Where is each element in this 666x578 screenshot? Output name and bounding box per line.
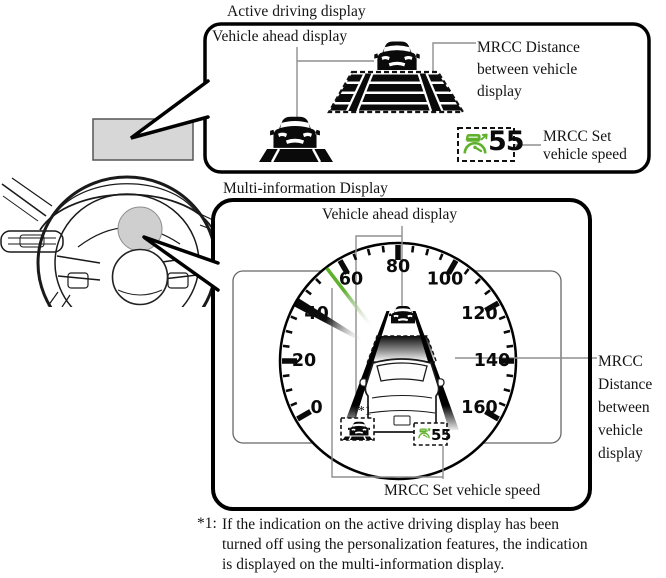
gauge-minor-tick (474, 278, 481, 285)
gauge-major-tick (484, 409, 500, 422)
gauge-major-tick (446, 259, 459, 275)
distance-label-add-line2: between vehicle (477, 61, 578, 78)
set-speed-bracket-mid (331, 288, 444, 479)
mid-box-border (211, 198, 592, 511)
speedometer-scale: 020406080100120140160 (282, 245, 514, 422)
gauge-minor-tick (282, 374, 290, 378)
distance-label-add: MRCC Distance between vehicle display (477, 37, 580, 103)
distance-callout-line-add (432, 42, 476, 72)
gauge-major-tick (337, 259, 350, 275)
mrcc-road-display-mid (342, 305, 459, 433)
mrcc-distance-graphic-add (327, 70, 465, 114)
gauge-number-60: 60 (339, 270, 363, 290)
distance-label-add-line1: MRCC Distance (477, 39, 580, 56)
gauge-number-0: 0 (310, 398, 322, 418)
distance-dashed-outline-mid (366, 335, 438, 363)
gauge-major-tick (296, 409, 312, 422)
gauge-minor-tick (305, 289, 312, 296)
footnote-marker: *1: (197, 515, 217, 532)
gauge-minor-tick (498, 401, 506, 407)
vehicle-ahead-indicator-mid (340, 417, 375, 441)
footnote-ref-mid: *1 (358, 403, 372, 418)
gauge-minor-tick (503, 388, 511, 393)
gauge-minor-tick (366, 248, 371, 256)
callout-beak-mid (142, 235, 220, 292)
vehicle-ahead-branch-line-mid (355, 235, 402, 417)
mid-graphics: 020406080100120140160 (232, 226, 597, 481)
set-speed-label-add-line1: MRCC Set (543, 128, 612, 145)
speed-needle (294, 298, 363, 342)
set-speed-label-add: MRCC Set vehicle speed (543, 128, 627, 164)
footnote-text: If the indication on the active driving … (222, 515, 588, 575)
footnote-line3: is displayed on the multi-information di… (222, 556, 505, 573)
gauge-major-tick (484, 300, 500, 313)
footnote-line2: turned off using the personalization fea… (222, 536, 588, 553)
active-display-graphics (259, 41, 541, 163)
distance-dashed-outline-add (327, 70, 465, 114)
gauge-minor-tick (506, 374, 514, 378)
distance-label-mid: MRCC Distance between vehicle display (598, 350, 652, 465)
dash-vent (0, 230, 64, 253)
gauge-minor-tick (506, 344, 514, 348)
gauge-minor-tick (438, 253, 444, 261)
gauge-number-80: 80 (386, 257, 410, 277)
set-speed-label-add-line2: vehicle speed (543, 146, 627, 163)
own-vehicle-rear-view (359, 358, 445, 433)
gauge-minor-tick (315, 278, 322, 285)
active-display-title: Active driving display (227, 3, 366, 20)
gauge-minor-tick (411, 245, 415, 253)
set-speed-value-mid: 55 (431, 426, 451, 444)
gauge-number-100: 100 (427, 270, 464, 290)
vehicle-ahead-label-add: Vehicle ahead display (212, 28, 348, 45)
gauge-number-140: 140 (474, 351, 511, 371)
gauge-minor-tick (498, 315, 506, 321)
steering-wheel-hub (111, 248, 169, 306)
distance-label-mid-line1: MRCC (598, 353, 643, 370)
distance-label-mid-line3: between (598, 399, 650, 416)
distance-label-mid-line5: display (598, 445, 643, 462)
vehicle-ahead-indicator-add (259, 116, 333, 163)
gauge-minor-tick (484, 289, 491, 296)
gauge-minor-tick (285, 388, 293, 393)
footnote-line1: If the indication on the active driving … (222, 516, 560, 533)
callout-beak-active-display (129, 79, 210, 140)
mid-title: Multi-information Display (223, 180, 388, 197)
set-speed-marker-needle (325, 267, 373, 328)
gauge-minor-tick (503, 329, 511, 334)
vehicle-ahead-label-mid: Vehicle ahead display (322, 206, 458, 223)
gauge-minor-tick (425, 248, 430, 256)
distance-label-add-line3: display (477, 83, 522, 100)
set-speed-label-mid: MRCC Set vehicle speed (384, 482, 541, 499)
set-speed-dashed-box-add (457, 127, 515, 162)
gauge-minor-tick (381, 245, 385, 253)
gauge-number-120: 120 (461, 304, 498, 324)
gauge-minor-tick (282, 344, 290, 348)
gauge-number-20: 20 (292, 351, 316, 371)
distance-label-mid-line2: Distance (598, 376, 653, 393)
set-speed-value-add: 55 (488, 126, 525, 157)
vehicle-ahead-callout-lines-add (296, 47, 374, 119)
gauge-minor-tick (463, 268, 470, 275)
gauge-minor-tick (352, 253, 358, 261)
gauge-number-160: 160 (461, 398, 498, 418)
distance-label-mid-line4: vehicle (598, 422, 643, 439)
wheel-spoke-left (56, 255, 101, 281)
gauge-minor-tick (285, 329, 293, 334)
gauge-minor-tick (290, 401, 298, 407)
gauge-minor-tick (290, 315, 298, 321)
